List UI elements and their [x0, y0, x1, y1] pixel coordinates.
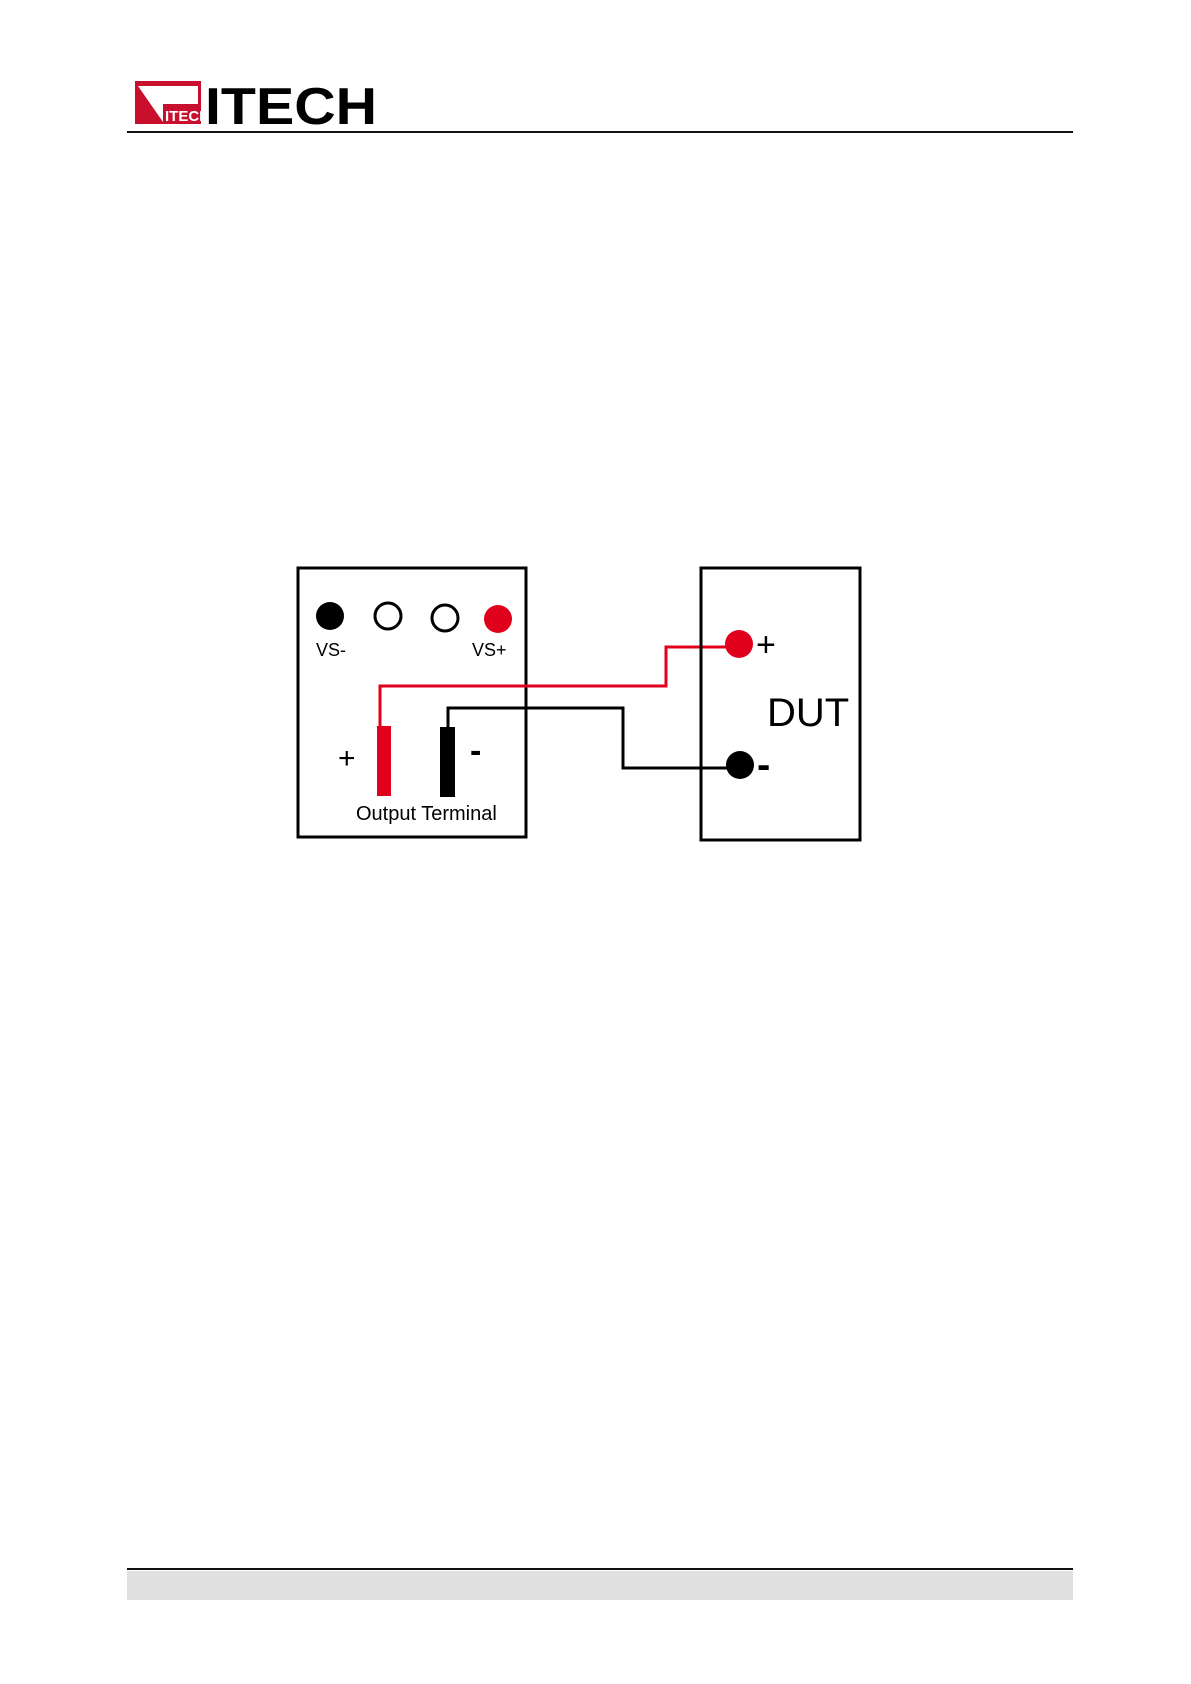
dut-plus-sign: + [756, 626, 776, 664]
footer-divider [127, 1568, 1073, 1570]
negative-output-terminal [440, 727, 455, 797]
footer-band [127, 1571, 1073, 1600]
output-minus-sign: - [470, 732, 481, 770]
dut-positive-terminal [725, 630, 753, 658]
vs-minus-terminal [316, 602, 344, 630]
vs-minus-label: VS- [316, 640, 346, 660]
unused-terminal-1 [375, 603, 401, 629]
vs-plus-label: VS+ [472, 640, 507, 660]
vs-plus-terminal [484, 605, 512, 633]
output-plus-sign: + [338, 742, 356, 775]
dut-negative-terminal [726, 751, 754, 779]
output-terminal-label: Output Terminal [356, 803, 497, 825]
negative-wire [448, 708, 740, 768]
positive-output-terminal [377, 726, 391, 796]
dut-minus-sign: - [757, 743, 770, 787]
dut-title: DUT [767, 691, 849, 735]
positive-wire [380, 647, 740, 728]
unused-terminal-2 [432, 605, 458, 631]
